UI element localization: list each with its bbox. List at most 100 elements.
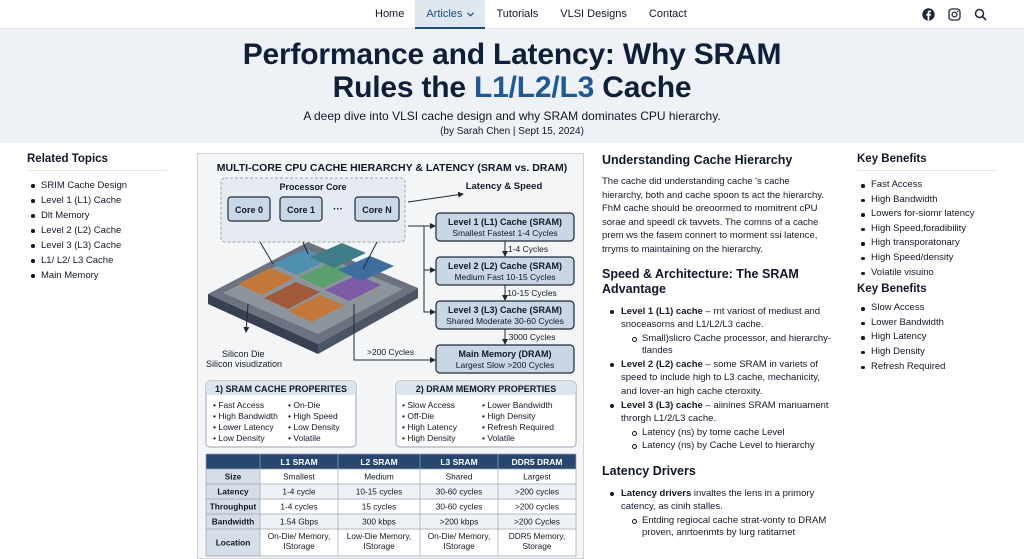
list-item: Latency drivers invaltes the lens in a p… [602,487,832,539]
core-label: Core 0 [235,205,263,215]
drivers-list: Latency drivers invaltes the lens in a p… [602,487,832,539]
key-benefits-heading: Key Benefits [857,153,997,171]
benefit-item: High Latency [857,330,997,345]
section-block: Latency Drivers Latency drivers invaltes… [602,464,832,539]
table-row [260,484,576,499]
core-box [227,196,271,222]
l3-cache-detail: Shared Moderate 30-60 Cycles [446,316,564,326]
sub-list: Entding regiocal cache strat-vonty to DR… [621,515,832,539]
sram-prop: • High Bandwidth [213,411,278,421]
list-item-text: – aiinines SRAM manuament throrgh L1/2/L… [621,399,829,425]
infographic-title: MULTI-CORE CPU CACHE HIERARCHY & LATENCY… [217,162,567,174]
sram-properties-header [206,381,356,395]
table-row-label: Bandwidth [212,517,254,527]
sub-list-item: Latency (ns) by torne cache Level [621,427,832,439]
key-benefits-list-2: Slow Access Lower Bandwidth High Latency… [857,301,997,374]
latency-speed-label: Latency & Speed [466,181,543,192]
nav-home[interactable]: Home [375,8,405,20]
dram-prop: • Slow Access [402,400,455,410]
dram-prop: • Refresh Required [482,422,554,432]
table-cell: IStorage [283,541,315,551]
table-row-label: Size [225,472,242,482]
table-header-cell: L2 SRAM [360,457,397,467]
dram-prop-text: High Latency [407,422,457,432]
table-cell: IStorage [363,541,395,551]
facebook-icon[interactable] [920,6,936,22]
level-list: Level 1 (L1) cache – rnt variost of medi… [602,305,832,452]
article-body: Understanding Cache Hierarchy The cache … [602,153,832,540]
list-item-term: Latency drivers [621,487,692,499]
nav-articles[interactable]: Articles [415,0,486,29]
dram-prop-text: Off-Die [407,411,434,421]
related-topic-link[interactable]: L1/ L2/ L3 Cache [27,253,167,268]
table-cell: Shared [446,472,473,482]
dram-prop: • High Latency [402,422,458,432]
search-icon[interactable] [972,6,988,22]
table-cell: 300 kbps [362,517,396,527]
core-ellipsis: ··· [333,204,343,215]
table-cell: Low-Die Memory, [347,531,411,541]
table-cell: Largest [523,472,551,482]
related-topic-link[interactable]: Dlt Memory [27,208,167,223]
sram-prop: • Volatile [288,433,321,443]
nav-articles-label: Articles [426,8,463,20]
table-header-cell: L1 SRAM [280,457,317,467]
list-item-term: Level 1 (L1) cache [621,305,703,317]
related-topics-list: SRIM Cache Design Level 1 (L1) Cache Dlt… [27,178,167,283]
section-block: Speed & Architecture: The SRAM Advantage… [602,267,832,452]
top-nav: Home Articles Tutorials VLSI Designs Con… [0,0,1024,29]
side-cycles: >200 Cycles [367,347,414,357]
infographic-svg: MULTI-CORE CPU CACHE HIERARCHY & LATENCY… [205,162,577,557]
related-topic-link[interactable]: Level 1 (L1) Cache [27,193,167,208]
l3-cache-title: Level 3 (L3) Cache (SRAM) [448,305,562,315]
table-cell: On-Die/ Memory, [428,531,491,541]
die-label: Silicon Die [222,349,265,359]
table-cell: >200 Cycles [514,517,560,527]
l1-l2-cycles: 1-4 Cycles [508,244,548,254]
table-cell: 30-60 cycles [436,487,483,497]
related-topic-link[interactable]: SRIM Cache Design [27,178,167,193]
processor-core-label: Processor Core [279,182,346,192]
byline: (by Sarah Chen | Sept 15, 2024) [440,126,584,137]
table-cell: 1-4 cycles [280,502,317,512]
sram-prop-text: Low Density [293,422,340,432]
list-item-term: Level 3 (L3) cache [621,399,703,411]
table-header-cell: L3 SRAM [440,457,477,467]
sram-prop: • Low Density [288,422,340,432]
table-row [260,499,576,514]
benefit-item: High Speed,foradibility [857,222,997,237]
table-cell: 30-60 cycles [436,502,483,512]
table-cell: Smallest [283,472,316,482]
table-row-label-bg [206,529,260,556]
hero-banner: Performance and Latency: Why SRAM Rules … [0,29,1024,143]
nav-tutorials[interactable]: Tutorials [496,8,539,20]
related-topic-link[interactable]: Level 2 (L2) Cache [27,223,167,238]
main-memory-box [435,344,575,374]
core-box [279,196,323,222]
benefit-item: High Density [857,345,997,360]
benefit-item: Lower Bandwidth [857,316,997,331]
sub-list-item: Latency (ns) by Cache Level to hierarchy [621,440,832,452]
related-topic-link[interactable]: Main Memory [27,268,167,283]
nav-contact[interactable]: Contact [648,8,687,20]
benefit-item: Refresh Required [857,360,997,375]
dram-prop: • Off-Die [402,411,434,421]
title-line-2-highlight: L1/L2/L3 [474,71,595,104]
die-sublabel: Silicon visudization [206,359,282,369]
sub-list: Small)slicro Cache processor, and hierar… [621,333,832,357]
l3-memory-cycles: 3000 Cycles [509,332,556,342]
dram-prop: • Volatile [482,433,515,443]
table-cell: On-Die/ Memory, [268,531,331,541]
nav-vlsi-designs[interactable]: VLSI Designs [560,8,627,20]
main-memory-detail: Largest Slow >200 Cycles [456,360,555,370]
core-label: Core 1 [287,205,315,215]
table-cell: IStorage [443,541,475,551]
related-topic-link[interactable]: Level 3 (L3) Cache [27,238,167,253]
instagram-icon[interactable] [946,6,962,22]
chevron-down-icon [467,11,475,17]
sram-prop-text: Low Density [218,433,265,443]
sub-list: Latency (ns) by torne cache Level Latenc… [621,427,832,452]
sram-prop: • Lower Latency [213,422,274,432]
list-item-text: – some SRAM in variets of speed to inclu… [621,358,820,397]
section-heading: Understanding Cache Hierarchy [602,153,793,167]
